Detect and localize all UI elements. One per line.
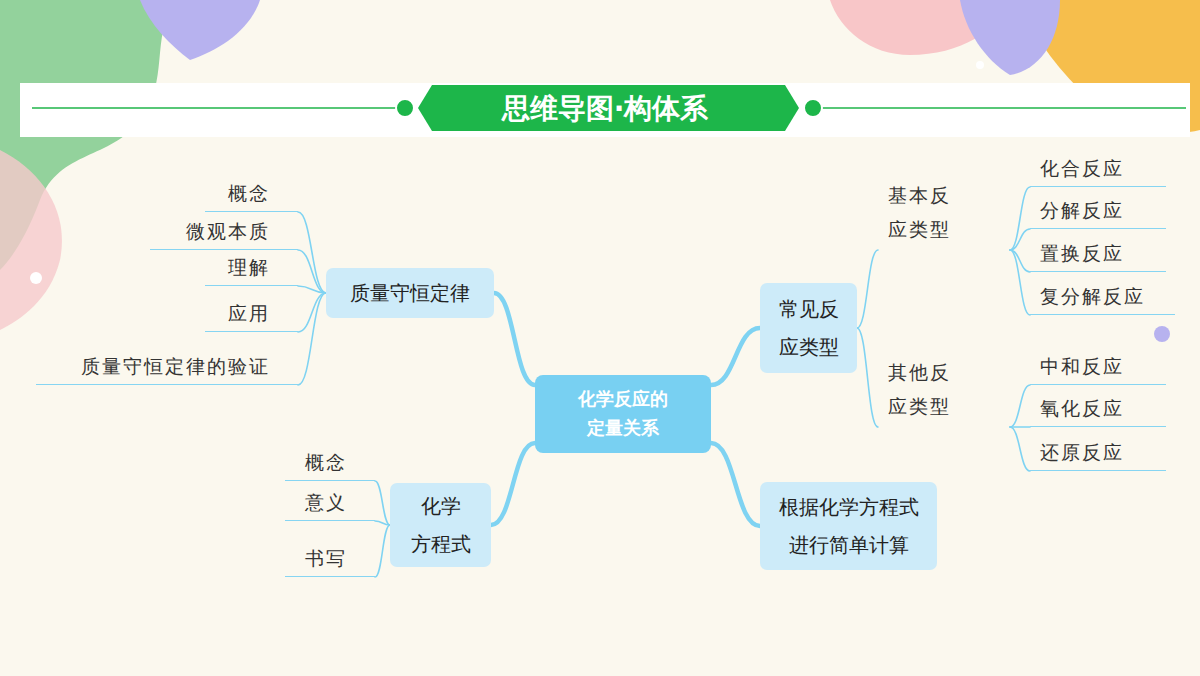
leaf-topic: 质量守恒定律的验证 [36,348,298,385]
leaf-topic: 书写 [285,540,375,577]
topic-text: 概念 [228,179,270,208]
branch-connector [494,293,535,385]
topic-text: 复分解反应 [1040,282,1145,311]
branch-connector [375,521,390,525]
branch-connector [375,525,390,577]
branch-connector [857,250,878,328]
leaf-topic: 其他反 应类型 [878,352,1010,427]
topic-text: 中和反应 [1040,352,1124,381]
banner-dot [804,99,822,117]
branch-connector [1010,187,1030,250]
title-band [20,83,1190,137]
branch-connector [1010,229,1030,250]
pink-blob [0,150,62,330]
branch-box: 根据化学方程式 进行简单计算 [760,482,937,570]
dot [1154,326,1170,342]
leaf-topic: 分解反应 [1030,192,1166,229]
branch-connector [711,443,760,526]
title-line [818,107,1186,109]
leaf-topic: 微观本质 [150,213,298,250]
branch-connector [298,250,326,293]
branch-box: 质量守恒定律 [326,268,494,318]
leaf-topic: 复分解反应 [1030,278,1175,315]
branch-connector [375,481,390,525]
leaf-topic: 概念 [205,175,298,212]
title-banner [418,85,799,131]
topic-text: 分解反应 [1040,196,1124,225]
branch-connector [298,293,326,385]
branch-connector [711,328,760,385]
topic-text: 基本反 应类型 [888,179,956,246]
leaf-topic: 置换反应 [1030,235,1166,272]
topic-text: 概念 [305,448,347,477]
branch-connector [857,328,878,427]
topic-text: 其他反 应类型 [888,356,956,423]
topic-text: 氧化反应 [1040,394,1124,423]
leaf-topic: 中和反应 [1030,348,1166,385]
dot [976,61,984,69]
topic-text: 应用 [228,299,270,328]
banner-dot [396,99,414,117]
topic-text: 质量守恒定律的验证 [81,352,270,381]
topic-text: 化学反应的 定量关系 [574,385,671,443]
title-line [32,107,400,109]
purple-blob [960,0,1060,75]
topic-text: 常见反 应类型 [776,290,842,366]
title-text: 思维导图·构体系 [430,86,780,132]
leaf-topic: 化合反应 [1030,150,1166,187]
leaf-topic: 还原反应 [1030,434,1166,471]
dot [30,272,42,284]
purple-blob [140,0,260,60]
leaf-topic: 理解 [205,249,298,286]
central-topic: 化学反应的 定量关系 [535,375,711,453]
topic-text: 理解 [228,253,270,282]
branch-box: 化学 方程式 [390,483,491,567]
topic-text: 质量守恒定律 [350,274,470,312]
topic-text: 微观本质 [186,217,270,246]
leaf-topic: 意义 [285,484,375,521]
leaf-topic: 概念 [285,444,375,481]
branch-connector [298,286,326,293]
topic-text: 还原反应 [1040,438,1124,467]
leaf-topic: 基本反 应类型 [878,175,1010,250]
branch-connector [1010,427,1030,471]
branch-connector [298,293,326,332]
branch-connector [298,212,326,293]
branch-box: 常见反 应类型 [760,283,857,373]
topic-text: 置换反应 [1040,239,1124,268]
leaf-topic: 氧化反应 [1030,390,1166,427]
topic-text: 意义 [305,488,347,517]
topic-text: 化学 方程式 [408,487,474,563]
leaf-topic: 应用 [205,295,298,332]
branch-connector [491,443,535,525]
topic-text: 化合反应 [1040,154,1124,183]
branch-connector [1010,385,1030,427]
branch-connector [1010,250,1030,315]
topic-text: 根据化学方程式 进行简单计算 [775,488,923,564]
topic-text: 书写 [305,544,347,573]
